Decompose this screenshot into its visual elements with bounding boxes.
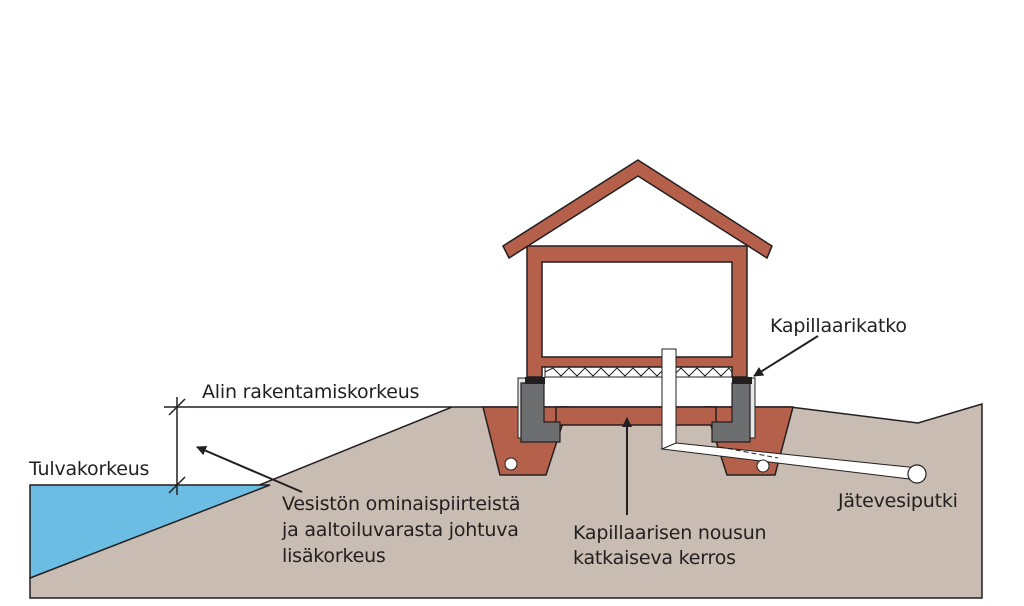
left-capillary-break — [525, 377, 545, 384]
min-building-level-label: Alin rakentamiskorkeus — [202, 381, 420, 403]
sewer-pipe-vertical — [661, 348, 677, 450]
right-capillary-break — [732, 377, 752, 384]
sewer-pipe-label: Jätevesiputki — [838, 490, 958, 512]
extra-height-label-line-2: ja aaltoiluvarasta johtuva — [282, 519, 519, 541]
left-foundation-wall — [520, 382, 561, 443]
water-body — [29, 484, 271, 580]
capillary-layer-label-line-2: katkaiseva kerros — [573, 547, 736, 569]
house-roof — [502, 159, 773, 260]
pipe-dashed-line — [719, 446, 779, 459]
extra-height-label-line-3: lisäkorkeus — [282, 545, 386, 567]
dimension-tick-bottom — [168, 476, 186, 494]
floor-insulation-zigzag — [544, 367, 733, 377]
right-drain-pipe — [756, 459, 770, 473]
capillary-break-arrow — [753, 335, 819, 377]
sewer-pipe-end — [907, 464, 927, 484]
extra-height-label-line-1: Vesistön ominaispiirteistä — [282, 493, 521, 515]
capillary-layer-label-line-1: Kapillaarisen nousun — [573, 522, 767, 544]
house-walls — [526, 245, 748, 378]
capillary-break-layer — [555, 406, 717, 426]
capillary-break-label: Kapillaarikatko — [770, 315, 907, 337]
dimension-tick-top — [168, 398, 186, 416]
extra-height-arrow — [196, 445, 303, 493]
flood-level-label: Tulvakorkeus — [29, 458, 150, 480]
left-drain-pipe — [504, 457, 518, 471]
